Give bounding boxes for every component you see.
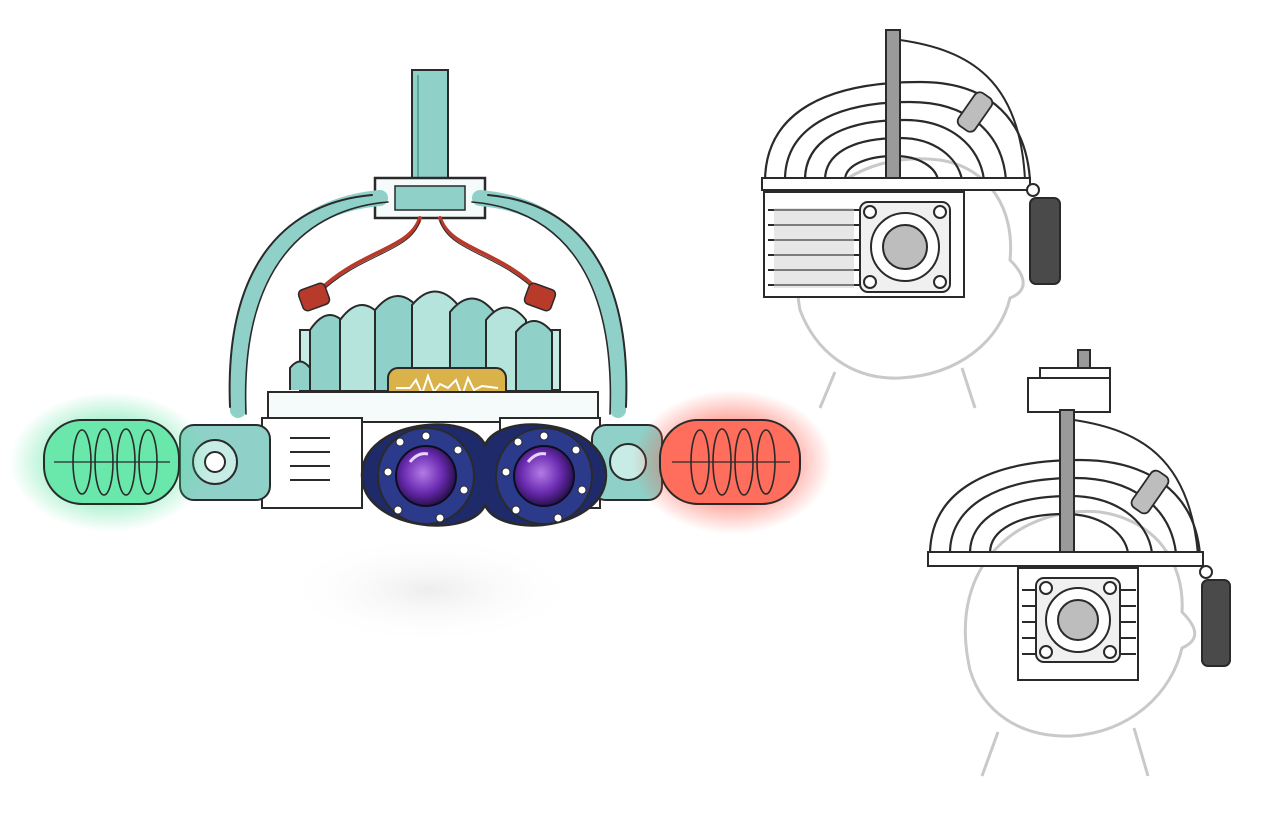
side-mast-clamp-lower	[1027, 377, 1111, 413]
side-lens-boss	[1035, 577, 1121, 663]
head-outline	[795, 157, 1025, 409]
side-canister	[1199, 565, 1231, 667]
side-view-illustration-top	[761, 29, 1061, 409]
green-glow-coil-canister	[10, 392, 210, 532]
side-cable	[899, 39, 1026, 181]
side-cable	[1073, 419, 1199, 556]
power-wires	[297, 216, 557, 312]
mast-clamp	[373, 176, 487, 220]
arch-frame	[228, 190, 628, 418]
red-glow-coil-canister	[632, 390, 832, 534]
side-canister	[1026, 183, 1061, 285]
side-lens-boss	[859, 201, 951, 293]
side-cable-clip	[956, 91, 994, 133]
heat-sink-fins	[289, 290, 561, 391]
twin-goggle-lens	[360, 423, 608, 527]
front-view-illustration	[10, 69, 832, 645]
top-mast	[411, 69, 449, 189]
head-outline	[963, 509, 1197, 777]
side-view-illustration-bottom	[927, 349, 1231, 777]
side-cable-clip	[1130, 469, 1170, 515]
ground-shadow	[280, 535, 580, 645]
